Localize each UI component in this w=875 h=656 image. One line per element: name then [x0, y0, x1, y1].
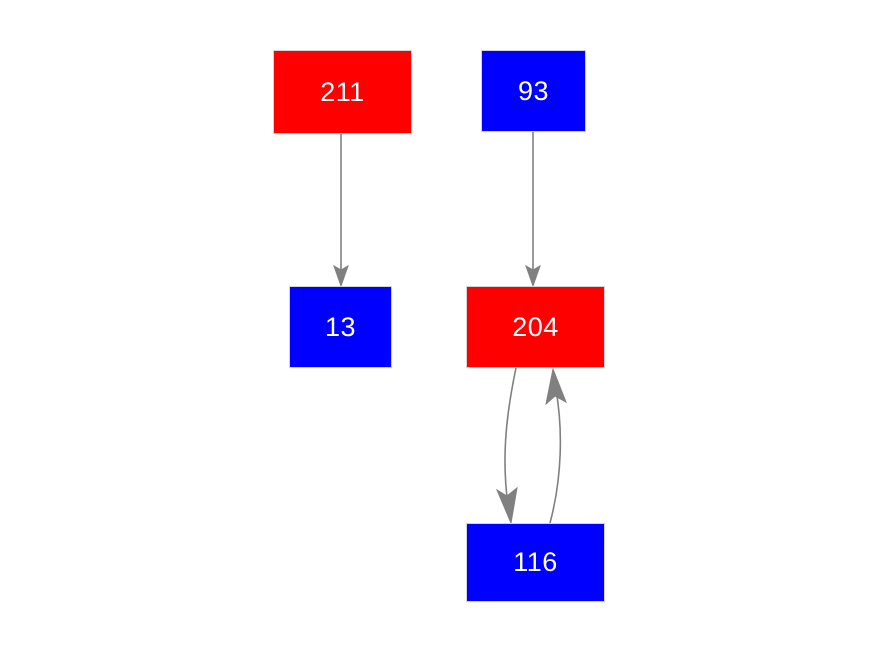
edge-group [495, 367, 518, 525]
edge-line [549, 389, 562, 524]
graph-node[interactable]: 211 [273, 50, 412, 134]
edge-group [525, 132, 541, 288]
node-label: 204 [512, 311, 559, 342]
node-label: 13 [324, 311, 357, 342]
edge-arrowhead-icon [333, 264, 349, 288]
edge-group [333, 134, 349, 288]
edge-arrowhead-icon [525, 264, 541, 288]
graph-node[interactable]: 93 [481, 50, 586, 132]
graph-node[interactable]: 204 [466, 286, 605, 368]
edge-arrowhead-icon [495, 486, 518, 525]
node-label: 116 [513, 547, 558, 577]
node-label: 93 [517, 75, 550, 106]
graph-node[interactable]: 13 [289, 286, 392, 368]
node-label: 211 [320, 76, 365, 107]
edge-group [545, 367, 567, 524]
edge-line [504, 367, 517, 506]
graph-node[interactable]: 116 [466, 523, 605, 602]
edge-arrowhead-icon [545, 367, 567, 406]
